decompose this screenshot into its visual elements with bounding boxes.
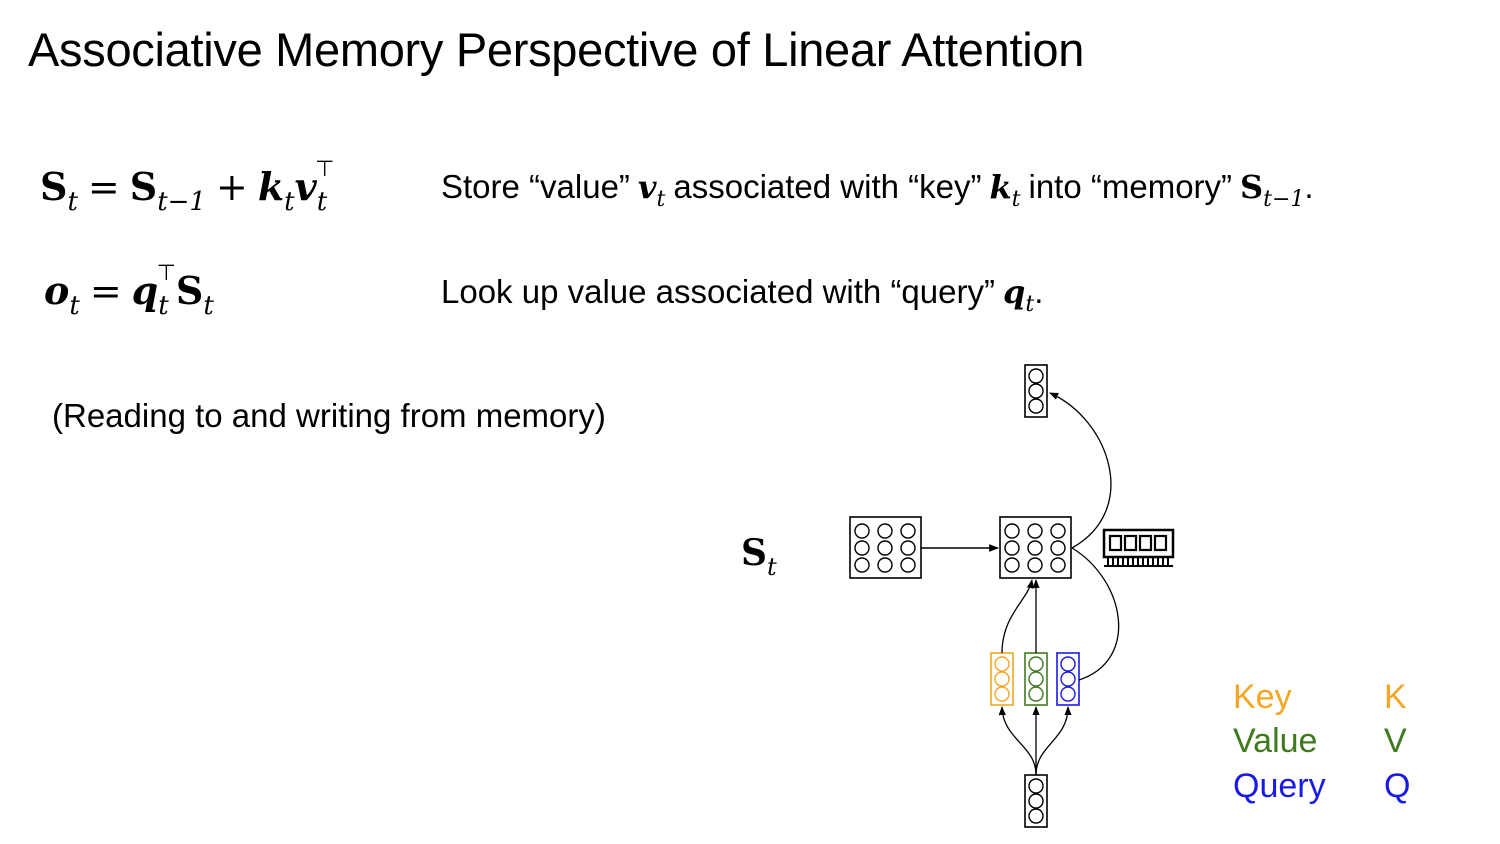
input-to-key-arrow (998, 706, 1037, 776)
input-to-query-arrow (1035, 706, 1072, 776)
query-to-state-curve (1071, 547, 1120, 681)
legend-value-name: Value (1233, 722, 1318, 760)
memory-note: (Reading to and writing from memory) (52, 397, 606, 434)
output-vector (1024, 364, 1048, 418)
legend-key-name: Key (1233, 678, 1292, 716)
state-to-output-arrow (1049, 392, 1112, 549)
ram-chip-icon (1102, 528, 1175, 567)
legend-key-symbol: K (1384, 678, 1407, 716)
equation-update: St=St−1+ktvt⊤ (40, 156, 335, 217)
key-to-state-arrow (1001, 579, 1034, 654)
legend-query-name: Query (1233, 767, 1326, 805)
page-title: Associative Memory Perspective of Linear… (28, 23, 1085, 76)
current-state-matrix (999, 516, 1072, 579)
prev-state-matrix (849, 516, 922, 579)
equation-readout: ot=qt⊤St (44, 260, 214, 321)
legend-value-symbol: V (1384, 722, 1407, 760)
state-label: St (741, 532, 777, 581)
input-vector (1024, 774, 1048, 828)
query-vector (1056, 652, 1080, 706)
legend-query-symbol: Q (1384, 767, 1411, 805)
key-vector (990, 652, 1014, 706)
value-vector (1024, 652, 1048, 706)
lookup-description: Look up value associated with “query”qt. (441, 273, 1044, 317)
